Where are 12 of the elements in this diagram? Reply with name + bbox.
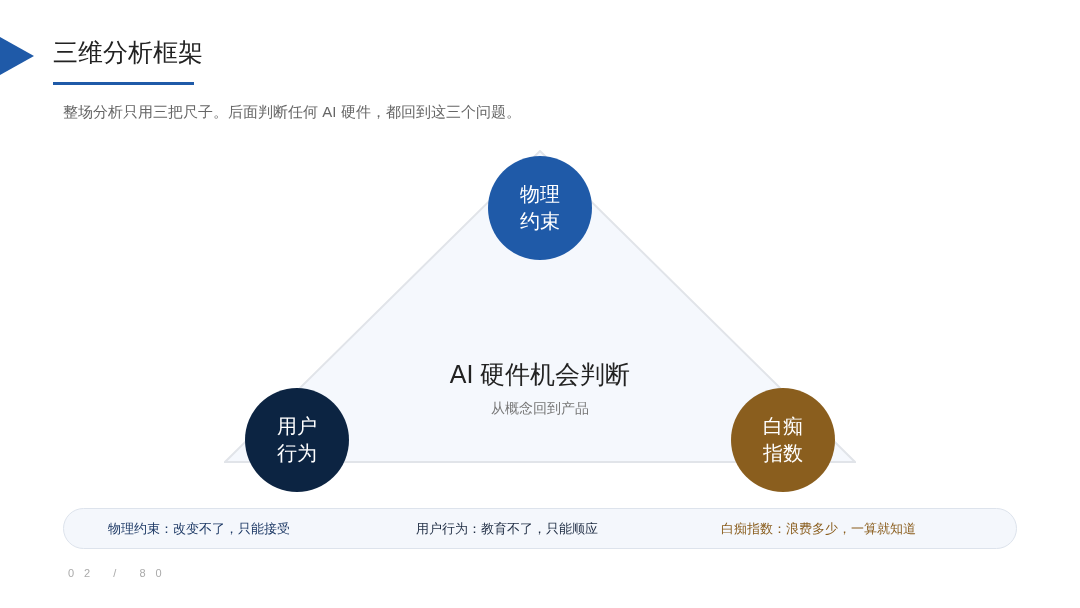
summary-text: 白痴指数：浪费多少，一算就知道: [721, 520, 916, 538]
summary-text: 用户行为：教育不了，只能顺应: [416, 520, 598, 538]
center-subheading: 从概念回到产品: [491, 399, 589, 418]
circle-label: 白痴指数: [762, 414, 804, 466]
page-number: 02 / 80: [68, 566, 172, 581]
circle-label: 用户行为: [276, 414, 318, 466]
circle-label: 物理约束: [519, 182, 561, 234]
summary-bar: [63, 508, 1017, 549]
title: 三维分析框架: [53, 37, 203, 68]
subtitle: 整场分析只用三把尺子。后面判断任何 AI 硬件，都回到这三个问题。: [63, 102, 521, 122]
center-heading: AI 硬件机会判断: [449, 359, 631, 390]
summary-text: 物理约束：改变不了，只能接受: [108, 520, 290, 538]
